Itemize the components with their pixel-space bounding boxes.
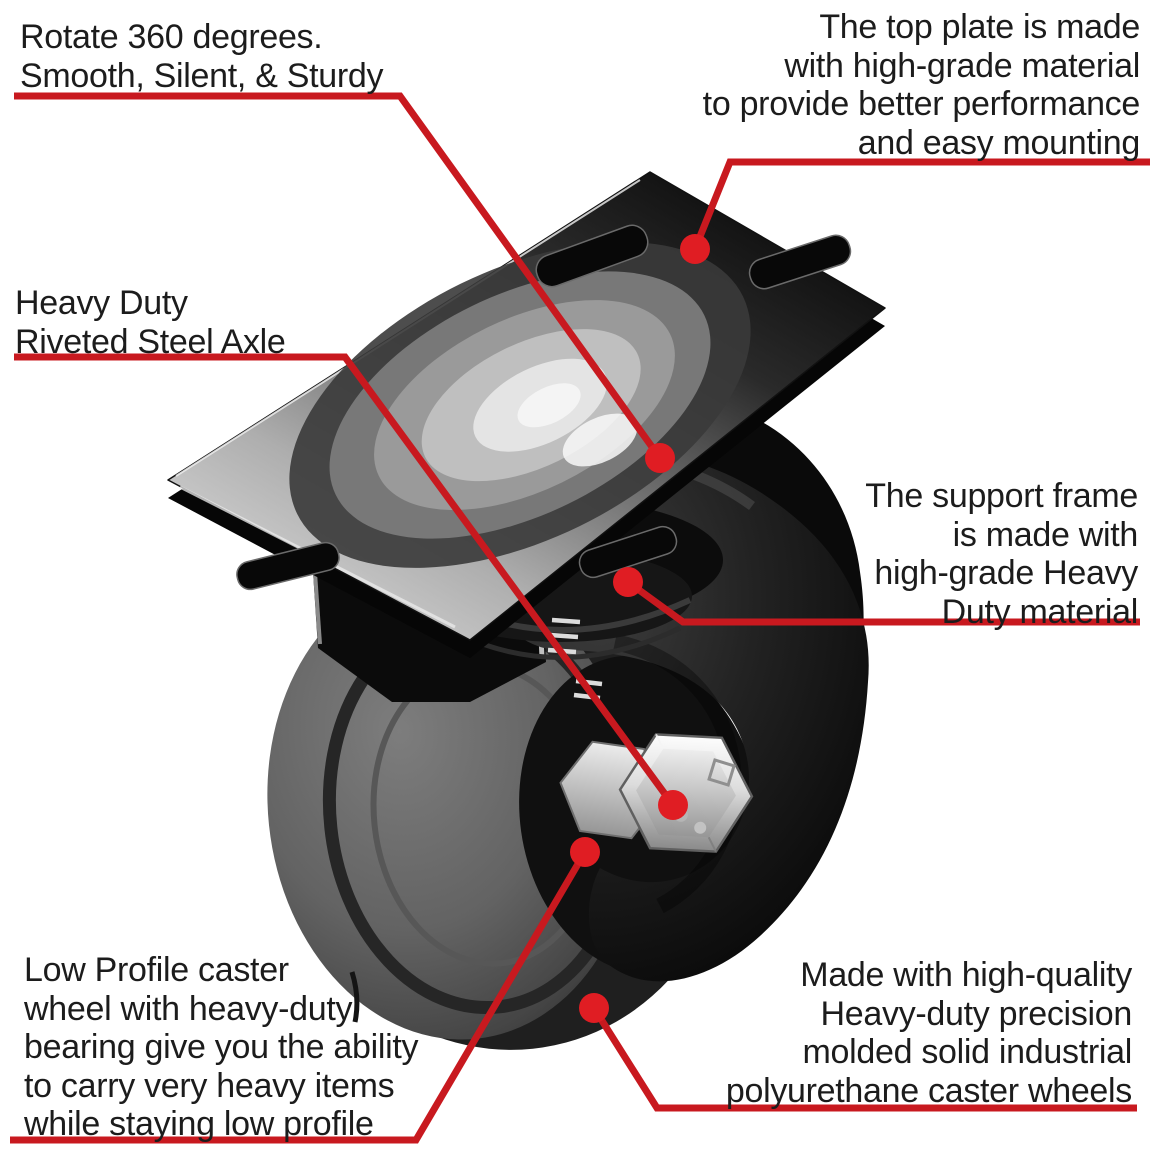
callout-line: The top plate is made	[819, 8, 1140, 46]
callout-line: Duty material	[941, 592, 1139, 631]
callout-dot-top-plate	[680, 234, 710, 264]
axle-hex-nut	[618, 733, 754, 853]
leader-line-bottom-right	[591, 1006, 1137, 1112]
callout-line: to carry very heavy items	[24, 1066, 395, 1105]
callout-line: Rotate 360 degrees.	[20, 18, 323, 56]
annotation-overlay	[10, 92, 1150, 1144]
callout-line: wheel with heavy-duty	[24, 989, 353, 1028]
callout-dot-swivel	[645, 443, 675, 473]
leader-line-bottom-left	[10, 850, 589, 1144]
callout-steel-axle: Heavy Duty Riveted Steel Axle	[15, 284, 286, 361]
callout-support-frame: The support frame is made with high-grad…	[865, 477, 1138, 631]
callout-line: high-grade Heavy	[874, 554, 1138, 592]
callout-line: The support frame	[865, 477, 1138, 515]
callout-line: Made with high-quality	[800, 956, 1132, 994]
callout-line: Smooth, Silent, & Sturdy	[20, 56, 384, 95]
callout-dot-wheel-bearing	[570, 837, 600, 867]
callout-dot-axle	[658, 790, 688, 820]
callout-low-profile: Low Profile caster wheel with heavy-duty…	[24, 951, 419, 1144]
callout-top-plate: The top plate is made with high-grade ma…	[702, 8, 1141, 162]
callout-line: molded solid industrial	[802, 1033, 1133, 1071]
callout-line: is made with	[952, 515, 1139, 554]
callout-rotate-360: Rotate 360 degrees. Smooth, Silent, & St…	[20, 18, 384, 95]
kingpin-highlight	[562, 413, 638, 467]
top-plate	[167, 171, 886, 658]
callout-dot-wheel-tread	[579, 993, 609, 1023]
callout-line: polyurethane caster wheels	[725, 1071, 1132, 1110]
callout-dot-support-frame	[613, 567, 643, 597]
callout-line: to provide better performance	[702, 85, 1141, 123]
callout-line: bearing give you the ability	[24, 1028, 419, 1066]
plate-dome	[289, 242, 751, 568]
callout-line: with high-grade material	[784, 46, 1140, 85]
callout-line: and easy mounting	[857, 123, 1141, 162]
callout-line: Riveted Steel Axle	[15, 322, 286, 361]
leader-line-top-right	[691, 158, 1150, 251]
callout-polyurethane-wheels: Made with high-quality Heavy-duty precis…	[726, 956, 1132, 1110]
leader-line-mid-left	[14, 353, 676, 808]
leader-line-mid-right	[625, 579, 1140, 626]
callout-line: Heavy Duty	[15, 284, 188, 322]
callout-line: Low Profile caster	[24, 951, 289, 989]
mounting-slots	[236, 224, 852, 591]
callout-line: while staying low profile	[24, 1105, 374, 1143]
leader-line-top-left	[14, 92, 663, 461]
callout-line: Heavy-duty precision	[820, 994, 1133, 1033]
